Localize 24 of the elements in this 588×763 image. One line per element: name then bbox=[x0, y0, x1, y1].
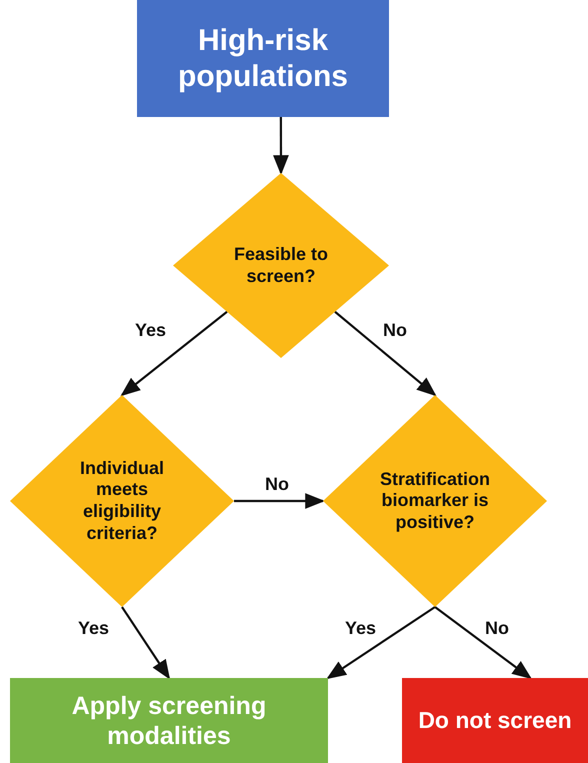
edge-label: Yes bbox=[78, 618, 110, 639]
arrow bbox=[273, 117, 289, 175]
box-label: Do not screen bbox=[417, 706, 573, 734]
edge-label: No bbox=[265, 474, 289, 495]
outcome-box bbox=[402, 678, 588, 763]
box-label: High-risk populations bbox=[177, 22, 349, 94]
decision-question: Feasible to screen? bbox=[232, 244, 329, 288]
arrow bbox=[434, 606, 532, 680]
arrow bbox=[121, 606, 170, 680]
edge-label: Yes bbox=[135, 320, 166, 341]
edge-label: No bbox=[485, 618, 509, 639]
decision-question: Individual meets eligibility criteria? bbox=[78, 458, 165, 544]
arrow bbox=[234, 493, 325, 509]
arrow bbox=[120, 310, 228, 396]
decision-diamond bbox=[10, 395, 234, 607]
box-label: Apply screening modalities bbox=[70, 690, 268, 750]
start-box bbox=[137, 0, 389, 117]
edge-label: No bbox=[383, 320, 407, 341]
decision-diamond bbox=[323, 395, 547, 607]
arrow bbox=[334, 310, 437, 396]
edge-label: Yes bbox=[345, 618, 376, 639]
outcome-box bbox=[10, 678, 328, 763]
decision-question: Stratification biomarker is positive? bbox=[378, 468, 491, 534]
arrow bbox=[326, 606, 436, 680]
